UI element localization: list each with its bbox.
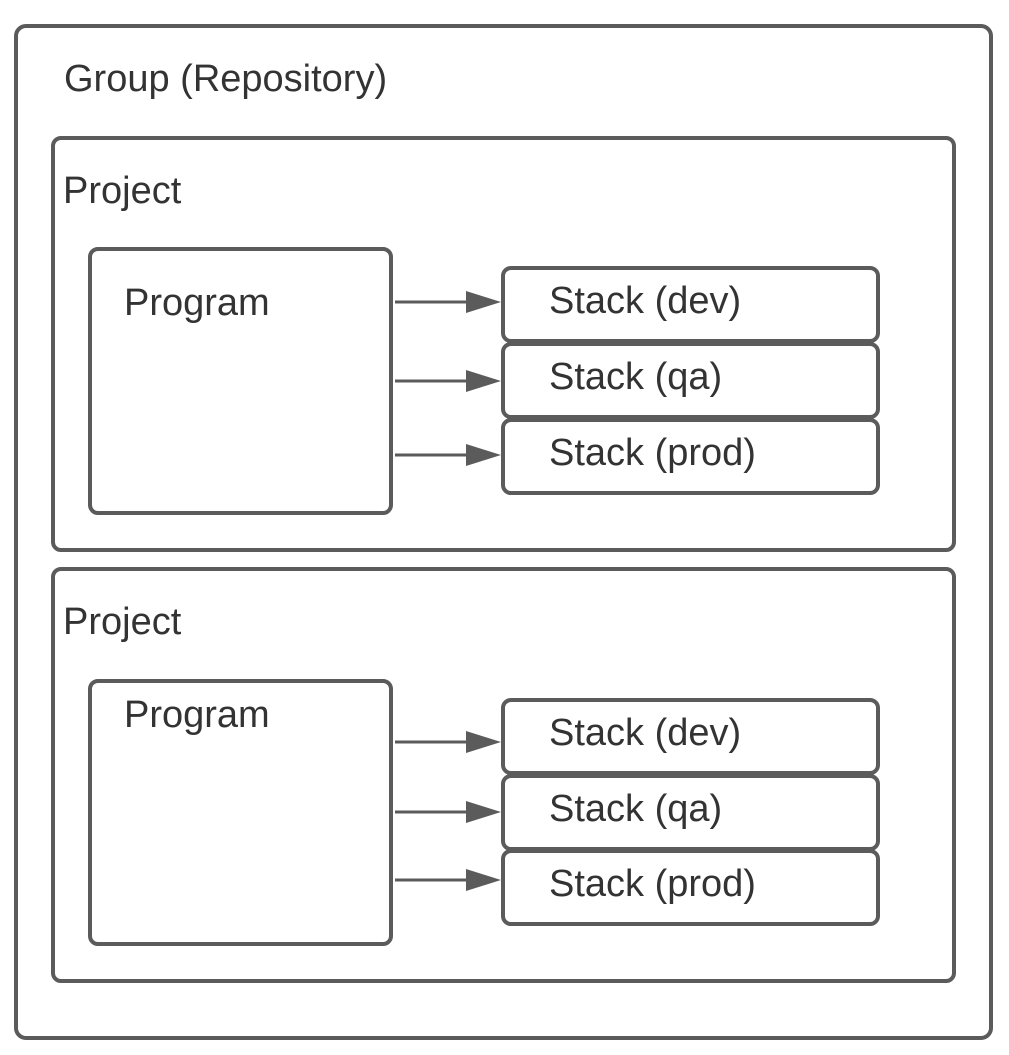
stack-box-dev: Stack (dev) — [501, 698, 880, 775]
stack-box-qa: Stack (qa) — [501, 342, 880, 419]
program-box — [88, 679, 393, 946]
stack-label: Stack (dev) — [549, 712, 742, 754]
stack-box-prod: Stack (prod) — [501, 418, 880, 495]
stack-label: Stack (qa) — [549, 788, 723, 830]
stack-label: Stack (dev) — [549, 280, 742, 322]
group-title: Group (Repository) — [64, 58, 388, 100]
stack-label: Stack (prod) — [549, 863, 756, 905]
program-label: Program — [124, 282, 270, 324]
project-title: Project — [63, 601, 182, 643]
stack-label: Stack (qa) — [549, 356, 723, 398]
program-box — [88, 247, 393, 515]
stack-box-dev: Stack (dev) — [501, 266, 880, 343]
stack-box-prod: Stack (prod) — [501, 849, 880, 926]
project-title: Project — [63, 170, 182, 212]
stack-label: Stack (prod) — [549, 432, 756, 474]
stack-box-qa: Stack (qa) — [501, 774, 880, 851]
program-label: Program — [124, 694, 270, 736]
